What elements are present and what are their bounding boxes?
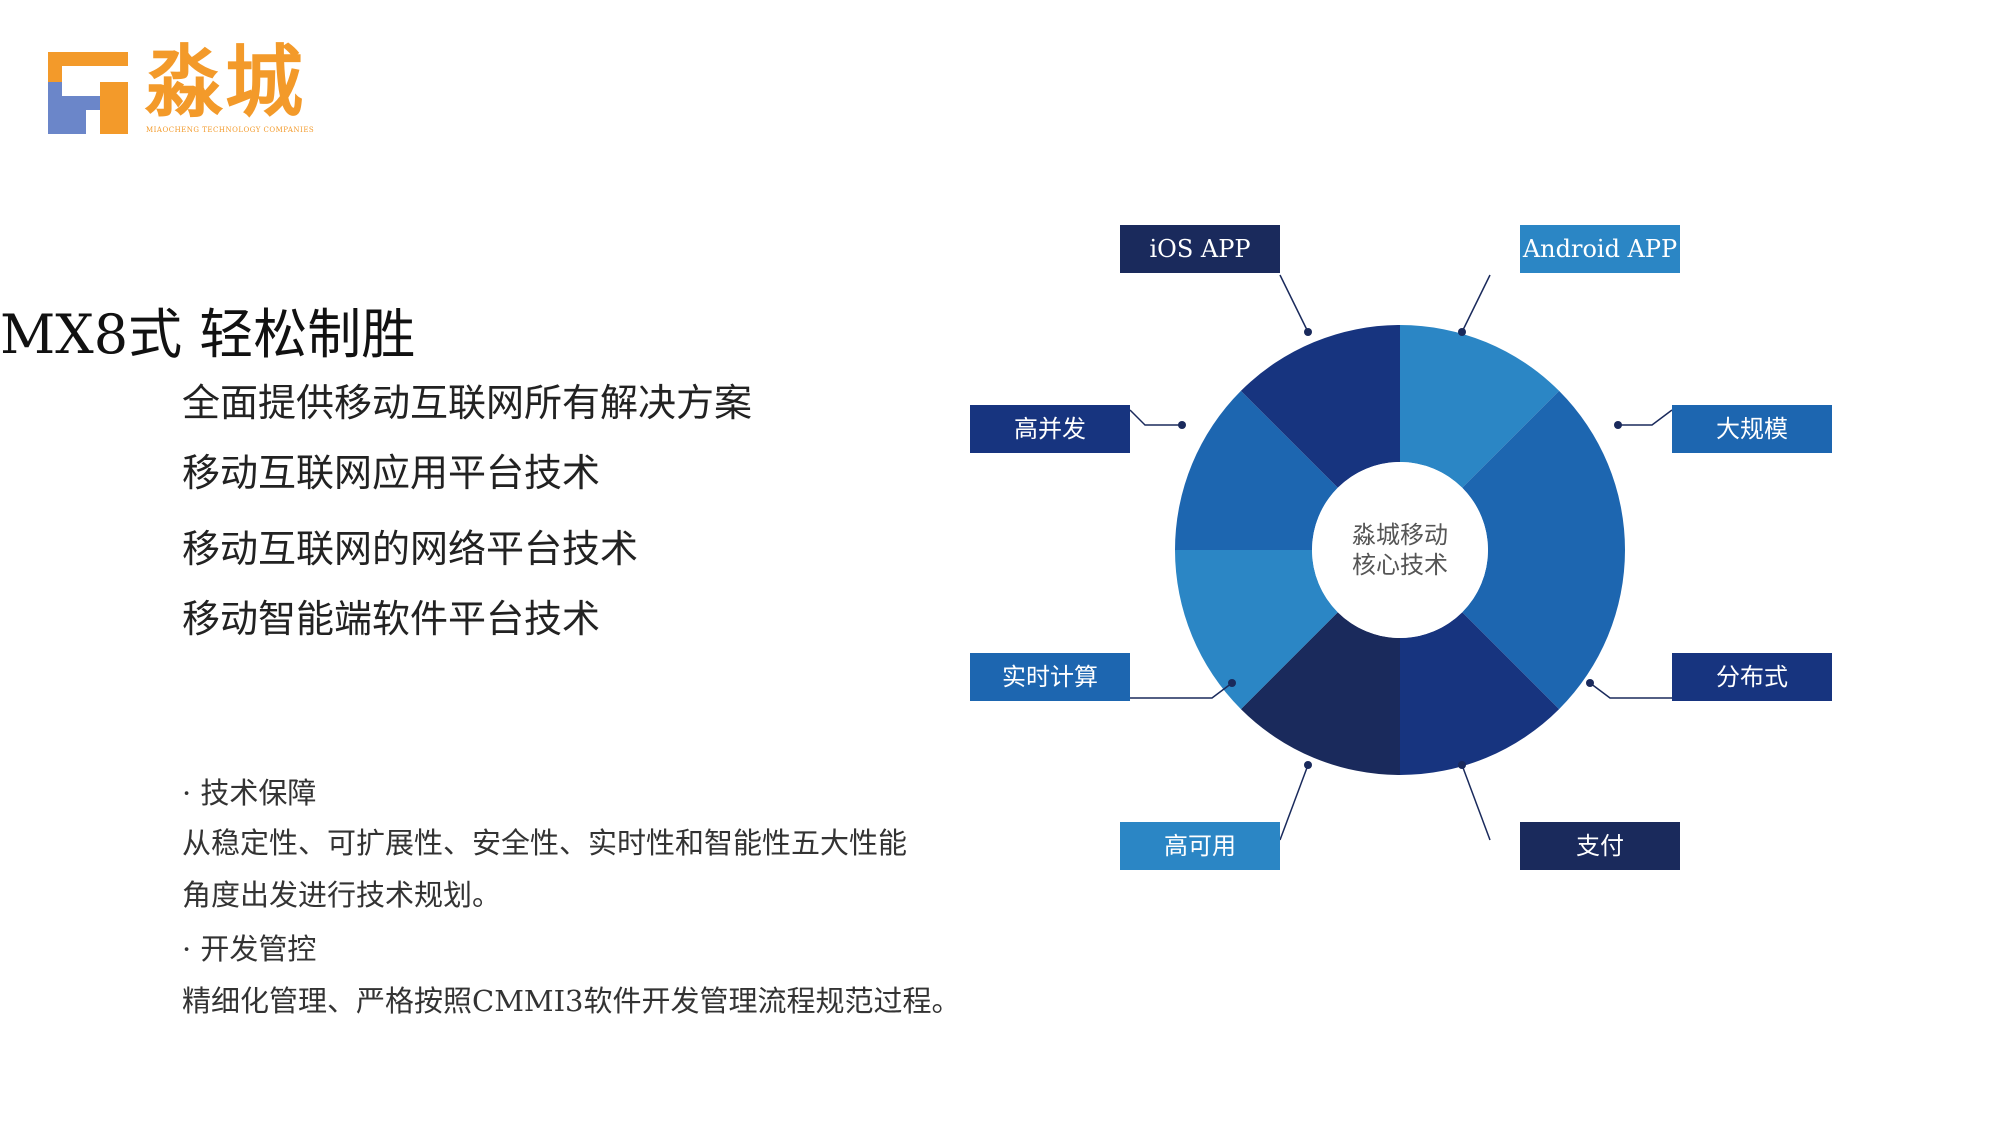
svg-text:支付: 支付 bbox=[1576, 832, 1624, 860]
svg-text:高可用: 高可用 bbox=[1164, 832, 1236, 860]
ring-segment-2 bbox=[1462, 390, 1625, 550]
svg-text:Android APP: Android APP bbox=[1522, 235, 1677, 263]
ring-segment-7 bbox=[1175, 390, 1338, 550]
label-large-scale: 大规模 bbox=[1672, 405, 1832, 453]
tech-assurance-text-2: 角度出发进行技术规划。 bbox=[182, 878, 502, 912]
bullet-dev-control: · 开发管控 bbox=[182, 932, 317, 966]
center-text-line-1: 淼城移动 bbox=[1352, 521, 1448, 549]
ring-segment-1 bbox=[1400, 325, 1560, 488]
connector-dots bbox=[1178, 328, 1622, 769]
ring-segment-4 bbox=[1400, 612, 1560, 775]
feature-line-1: 全面提供移动互联网所有解决方案 bbox=[182, 381, 753, 425]
label-payment: 支付 bbox=[1520, 822, 1680, 870]
ring-segment-8 bbox=[1240, 325, 1400, 488]
svg-text:高并发: 高并发 bbox=[1014, 415, 1086, 443]
label-high-availability: 高可用 bbox=[1120, 822, 1280, 870]
ring-segment-5 bbox=[1240, 612, 1400, 775]
label-realtime-computing: 实时计算 bbox=[970, 653, 1130, 701]
core-tech-ring-diagram: 淼城移动 核心技术 iOS APP Android APP 大规模 分布式 bbox=[970, 225, 1832, 870]
svg-text:实时计算: 实时计算 bbox=[1002, 663, 1098, 691]
label-android-app: Android APP bbox=[1520, 225, 1680, 273]
ring-center-hole bbox=[1312, 462, 1488, 638]
logo-wordmark: 淼城 bbox=[145, 38, 306, 128]
page-headline: MX8式 轻松制胜 bbox=[0, 303, 416, 366]
center-text-line-2: 核心技术 bbox=[1352, 551, 1448, 579]
ring-segment-3 bbox=[1462, 550, 1625, 710]
svg-text:iOS APP: iOS APP bbox=[1149, 235, 1250, 263]
ring-segment-6 bbox=[1175, 550, 1338, 710]
label-ios-app: iOS APP bbox=[1120, 225, 1280, 273]
ring-segments bbox=[1175, 325, 1625, 775]
tech-assurance-text-1: 从稳定性、可扩展性、安全性、实时性和智能性五大性能 bbox=[182, 826, 908, 860]
label-distributed: 分布式 bbox=[1672, 653, 1832, 701]
feature-line-4: 移动智能端软件平台技术 bbox=[182, 597, 601, 641]
svg-text:分布式: 分布式 bbox=[1716, 663, 1788, 691]
svg-text:大规模: 大规模 bbox=[1716, 415, 1788, 443]
bullet-tech-assurance: · 技术保障 bbox=[182, 776, 317, 810]
connector-lines bbox=[1129, 274, 1673, 841]
feature-line-2: 移动互联网应用平台技术 bbox=[182, 451, 601, 495]
dev-control-text: 精细化管理、严格按照CMMI3软件开发管理流程规范过程。 bbox=[182, 984, 961, 1018]
label-high-concurrency: 高并发 bbox=[970, 405, 1130, 453]
company-logo-mark bbox=[48, 52, 128, 134]
logo-subtitle: MIAOCHENG TECHNOLOGY COMPANIES bbox=[146, 126, 315, 134]
feature-line-3: 移动互联网的网络平台技术 bbox=[182, 527, 639, 571]
